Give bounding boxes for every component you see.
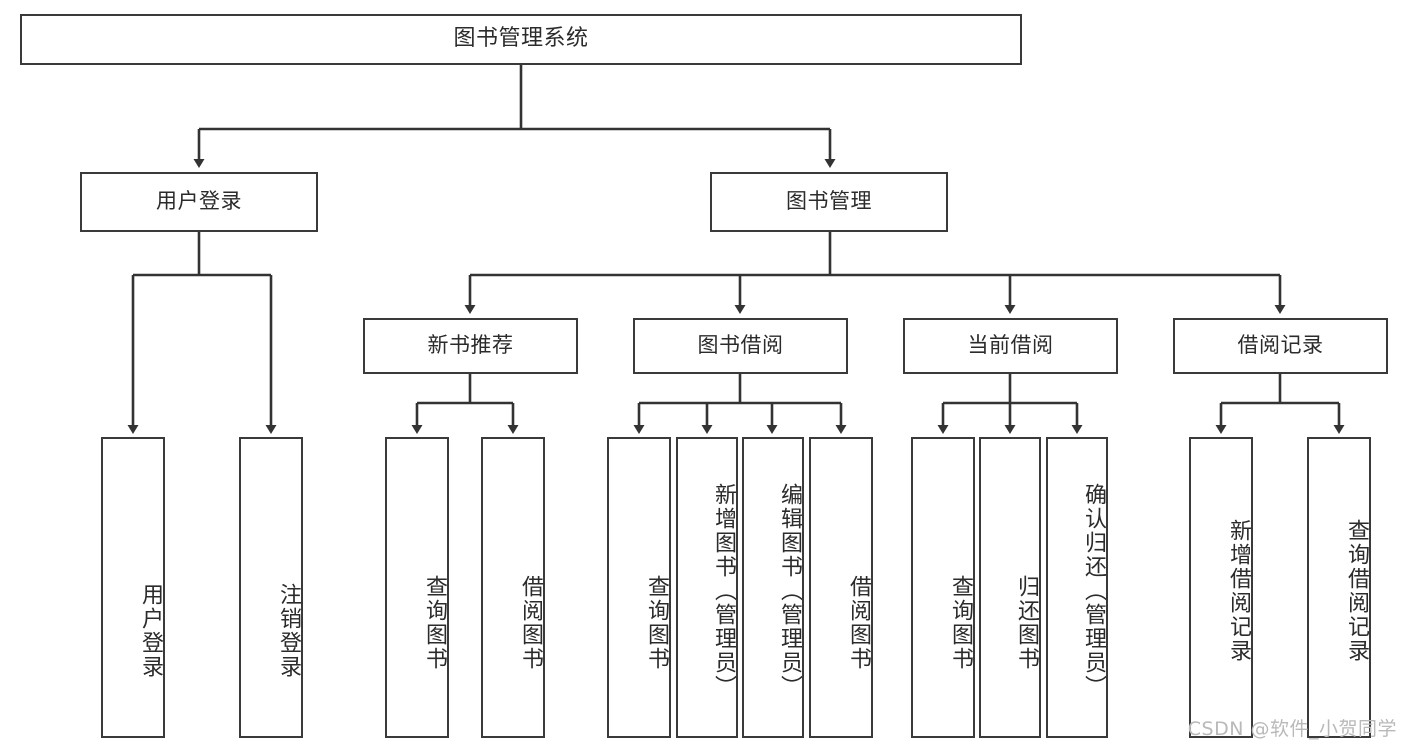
node-leaf-user-logout-label: 注销登录 <box>276 582 301 679</box>
node-leaf-borrow-book-2[interactable]: 借阅图书 <box>809 437 873 738</box>
node-current-borrow-label: 当前借阅 <box>967 333 1054 358</box>
node-leaf-borrow-book-2-label: 借阅图书 <box>846 574 871 671</box>
node-leaf-query-record[interactable]: 查询借阅记录 <box>1307 437 1371 738</box>
node-leaf-query-book-2[interactable]: 查询图书 <box>607 437 671 738</box>
node-new-book-rec[interactable]: 新书推荐 <box>363 318 578 374</box>
watermark: CSDN @软件_小贺同学 <box>1187 718 1397 740</box>
node-leaf-confirm-return-label: 确认归还（管理员） <box>1081 482 1106 699</box>
node-leaf-edit-book-label: 编辑图书（管理员） <box>777 482 802 699</box>
node-leaf-confirm-return[interactable]: 确认归还（管理员） <box>1046 437 1108 738</box>
node-leaf-edit-book[interactable]: 编辑图书（管理员） <box>742 437 804 738</box>
node-root-label: 图书管理系统 <box>453 26 589 52</box>
node-leaf-user-logout[interactable]: 注销登录 <box>239 437 303 738</box>
node-leaf-query-book-1-label: 查询图书 <box>422 574 447 671</box>
node-leaf-user-login[interactable]: 用户登录 <box>101 437 165 738</box>
node-root[interactable]: 图书管理系统 <box>20 14 1022 65</box>
node-book-manage[interactable]: 图书管理 <box>710 172 948 232</box>
node-leaf-query-book-2-label: 查询图书 <box>644 574 669 671</box>
node-leaf-user-login-label: 用户登录 <box>138 582 163 679</box>
node-leaf-add-record[interactable]: 新增借阅记录 <box>1189 437 1253 738</box>
node-leaf-borrow-book-1-label: 借阅图书 <box>518 574 543 671</box>
node-leaf-query-record-label: 查询借阅记录 <box>1344 518 1369 663</box>
node-current-borrow[interactable]: 当前借阅 <box>903 318 1118 374</box>
node-borrow-record-label: 借阅记录 <box>1237 333 1324 358</box>
node-leaf-return-book[interactable]: 归还图书 <box>979 437 1041 738</box>
node-leaf-borrow-book-1[interactable]: 借阅图书 <box>481 437 545 738</box>
node-user-login[interactable]: 用户登录 <box>80 172 318 232</box>
node-book-borrow[interactable]: 图书借阅 <box>633 318 848 374</box>
node-leaf-query-book-1[interactable]: 查询图书 <box>385 437 449 738</box>
node-leaf-add-book[interactable]: 新增图书（管理员） <box>676 437 738 738</box>
node-book-borrow-label: 图书借阅 <box>697 333 784 358</box>
node-leaf-query-book-3-label: 查询图书 <box>948 574 973 671</box>
node-user-login-label: 用户登录 <box>156 189 242 214</box>
node-leaf-add-book-label: 新增图书（管理员） <box>711 482 736 699</box>
node-leaf-return-book-label: 归还图书 <box>1014 574 1039 671</box>
node-new-book-rec-label: 新书推荐 <box>427 333 514 358</box>
node-borrow-record[interactable]: 借阅记录 <box>1173 318 1388 374</box>
node-leaf-add-record-label: 新增借阅记录 <box>1226 518 1251 663</box>
node-book-manage-label: 图书管理 <box>786 189 872 214</box>
node-leaf-query-book-3[interactable]: 查询图书 <box>911 437 975 738</box>
